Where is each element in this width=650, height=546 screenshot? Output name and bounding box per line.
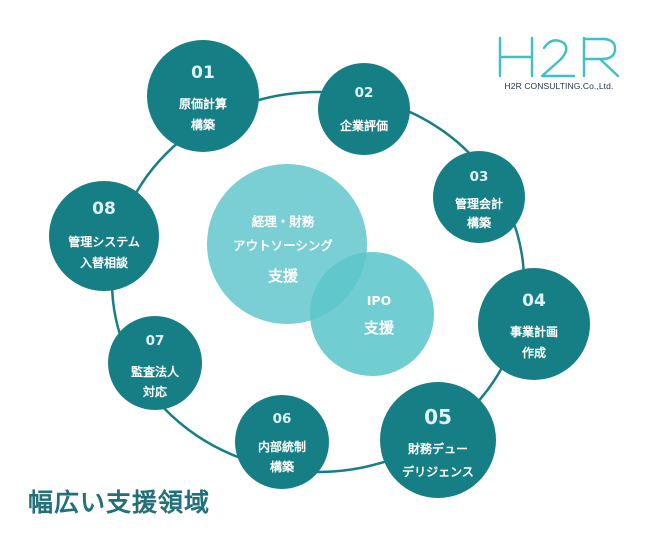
node-07: 07 監査法人 対応 [108,316,202,410]
node-02-number: 02 [355,85,374,101]
node-06-circle [235,395,329,489]
node-02-circle [318,63,410,155]
node-06-line-1: 内部統制 [258,439,306,454]
node-06: 06 内部統制 構築 [235,395,329,489]
node-08-circle [49,181,159,291]
node-01-line-2: 構築 [191,117,216,132]
h2r-logo-mark [498,36,620,78]
node-07-line-2: 対応 [142,384,167,399]
node-06-number: 06 [273,411,292,427]
node-05-line-2: デリジェンス [402,464,474,479]
node-03-number: 03 [470,169,489,185]
node-07-number: 07 [146,333,165,349]
node-08-number: 08 [92,199,116,219]
center-circle-secondary [310,252,434,376]
node-03-circle [433,151,525,243]
center-primary-line-3: 支援 [267,267,299,285]
node-05-number: 05 [424,405,452,429]
node-03: 03 管理会計 構築 [433,151,525,243]
node-04-number: 04 [522,291,546,311]
node-04-circle [478,268,590,380]
node-03-line-1: 管理会計 [455,196,503,211]
node-04-line-2: 作成 [522,345,546,360]
node-02-line-1: 企業評価 [339,118,388,133]
node-01-circle [147,40,259,152]
node-08-line-1: 管理システム [68,234,140,249]
center-primary-line-2: アウトソーシング [233,238,333,253]
node-03-line-2: 構築 [467,215,492,230]
node-01: 01 原価計算 構築 [147,40,259,152]
node-07-circle [108,316,202,410]
center-secondary-line-1: IPO [367,293,391,308]
node-08: 08 管理システム 入替相談 [49,181,159,291]
node-04: 04 事業計画 作成 [478,268,590,380]
node-08-line-2: 入替相談 [80,255,129,270]
node-04-line-1: 事業計画 [510,324,558,339]
logo-caption: H2R CONSULTING.Co.,Ltd. [504,81,614,91]
node-05-line-1: 財務デュー [407,441,468,456]
node-06-line-2: 構築 [270,459,295,474]
node-05-circle [380,382,496,498]
node-05: 05 財務デュー デリジェンス [380,382,496,498]
node-07-line-1: 監査法人 [131,364,180,379]
center-primary-line-1: 経理・財務 [252,214,315,229]
center-secondary-line-2: 支援 [363,319,395,337]
node-01-number: 01 [191,63,215,83]
page-heading: 幅広い支援領域 [28,488,211,517]
node-02: 02 企業評価 [318,63,410,155]
node-01-line-1: 原価計算 [179,96,227,111]
